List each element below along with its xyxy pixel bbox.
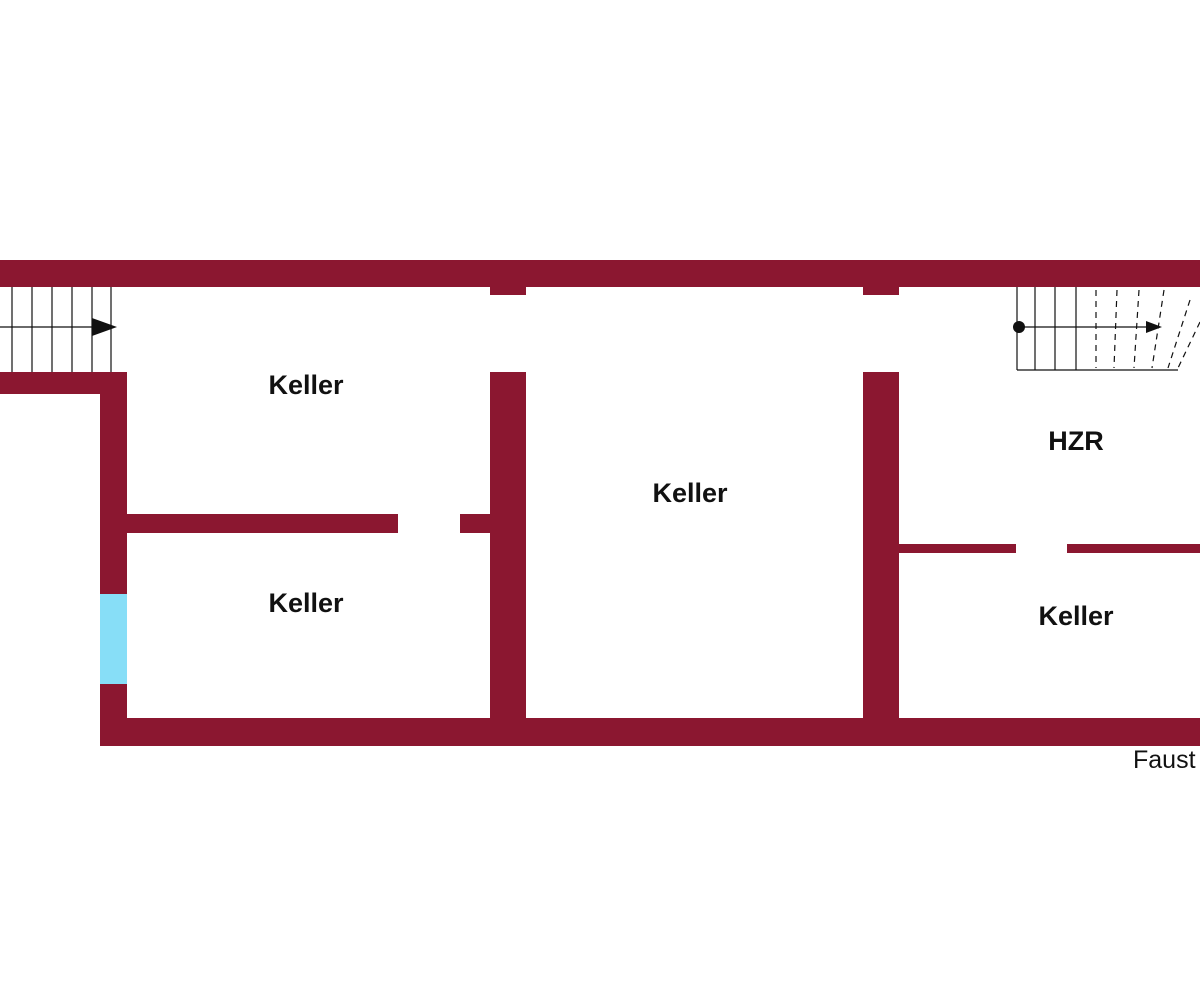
wall-stair-landing [0, 372, 127, 394]
room-label-keller-bottom-left: Keller [268, 588, 344, 618]
room-label-keller-bottom-right: Keller [1038, 601, 1114, 631]
wall-divider-left-a [127, 514, 398, 533]
wall-divider-right-b [1067, 544, 1200, 553]
wall-divider-left-b [460, 514, 492, 533]
wall-left-upper [100, 372, 127, 594]
wall-mid-right [863, 372, 899, 746]
stair-up-arrow-icon [1013, 321, 1162, 333]
note-text: Faust [1133, 746, 1196, 774]
wall-bump-1 [490, 285, 526, 295]
walls [0, 260, 1200, 746]
wall-mid-left [490, 372, 526, 746]
room-label-hzr: HZR [1048, 426, 1104, 456]
wall-bump-2 [863, 285, 899, 295]
wall-divider-right-a [899, 544, 1016, 553]
stair-up-arrow-icon [0, 318, 117, 336]
stair-right [1013, 287, 1200, 371]
room-label-keller-top-left: Keller [268, 370, 344, 400]
room-label-keller-center: Keller [652, 478, 728, 508]
wall-top [0, 260, 1200, 287]
stair-left [0, 287, 117, 372]
wall-bottom [100, 718, 1200, 746]
window [100, 594, 127, 684]
